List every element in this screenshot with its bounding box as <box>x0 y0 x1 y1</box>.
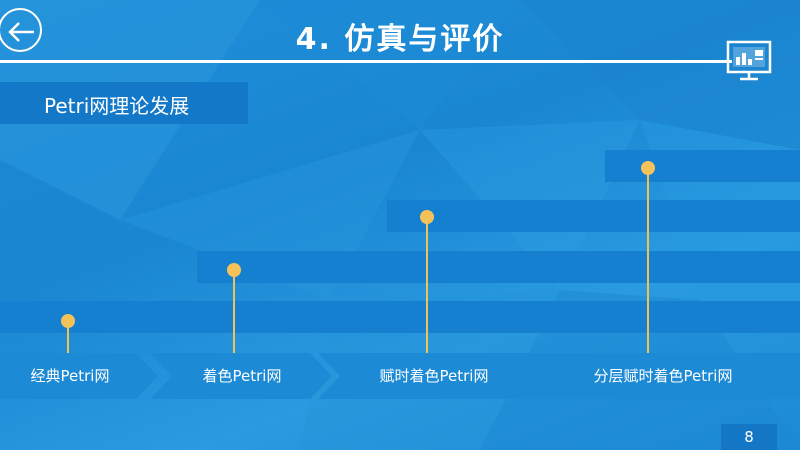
band-step-2 <box>197 251 800 283</box>
timeline-label-1: 经典Petri网 <box>30 367 110 385</box>
milestone-dot-1 <box>61 314 75 328</box>
milestone-stem-2 <box>233 270 235 354</box>
milestone-dot-2 <box>227 263 241 277</box>
timeline-label-4: 分层赋时着色Petri网 <box>593 367 733 385</box>
timeline-arrow-2 <box>150 353 332 399</box>
monitor-chart-icon <box>726 40 772 81</box>
subtitle-bar <box>0 82 248 124</box>
band-step-3 <box>387 200 800 232</box>
section-subtitle: Petri网理论发展 <box>44 94 190 118</box>
title-divider <box>0 60 732 63</box>
milestone-dot-3 <box>420 210 434 224</box>
page-title: 4. 仿真与评价 <box>295 22 505 57</box>
band-step-1 <box>0 301 800 333</box>
milestone-stem-4 <box>647 168 649 354</box>
back-button[interactable] <box>0 8 42 52</box>
milestone-stem-3 <box>426 217 428 354</box>
back-arrow-icon <box>8 22 34 42</box>
timeline-arrow-3 <box>318 353 546 399</box>
timeline-label-3: 赋时着色Petri网 <box>379 367 489 385</box>
timeline-arrow-4 <box>523 353 800 399</box>
band-step-4 <box>605 150 800 182</box>
milestone-dot-4 <box>641 161 655 175</box>
milestone-stem-1 <box>67 321 69 354</box>
timeline-label-2: 着色Petri网 <box>202 367 282 385</box>
timeline-arrow-1 <box>0 353 158 399</box>
page-number: 8 <box>721 424 777 450</box>
